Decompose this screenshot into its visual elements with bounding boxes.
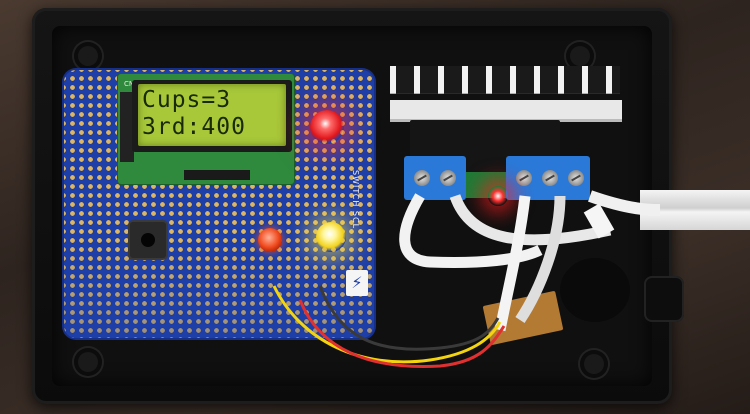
- white-wire: [449, 193, 612, 246]
- red-led: [310, 110, 344, 144]
- heatsink-fins: [390, 66, 620, 94]
- white-wire: [494, 195, 531, 332]
- lcd-line-1: Cups=3: [142, 87, 232, 113]
- lcd-line-2: 3rd:400: [142, 114, 246, 140]
- lcd-screen: Cups=3 3rd:400: [138, 84, 286, 146]
- white-wire: [515, 195, 566, 324]
- terminal-screw: [414, 170, 430, 186]
- lcd-connector-strip: [184, 170, 250, 180]
- potentiometer-body: [560, 258, 630, 322]
- heatsink-base: [390, 100, 622, 122]
- terminal-screw: [440, 170, 456, 186]
- screw-post-top-right: [566, 42, 594, 70]
- screw-post-top-left: [74, 42, 102, 70]
- tactile-button-cap[interactable]: [141, 233, 155, 247]
- bolt-logo: ⚡: [346, 270, 368, 296]
- cn1-label: CN1: [124, 80, 139, 88]
- yellow-wire: [272, 285, 502, 364]
- white-wire: [588, 190, 661, 216]
- screw-post-bottom-left: [74, 348, 102, 376]
- terminal-screw: [568, 170, 584, 186]
- terminal-screw: [542, 170, 558, 186]
- screw-post-bottom-right: [580, 350, 608, 378]
- cable-tie: [583, 203, 615, 239]
- orange-button-led: [258, 228, 282, 252]
- terminal-screw: [516, 170, 532, 186]
- potentiometer-knob[interactable]: [644, 276, 684, 322]
- black-wire: [318, 285, 500, 351]
- red-wire: [298, 299, 506, 368]
- relay-status-led: [488, 186, 508, 206]
- yellow-led: [316, 222, 346, 252]
- lcd-pin-header: [120, 92, 134, 162]
